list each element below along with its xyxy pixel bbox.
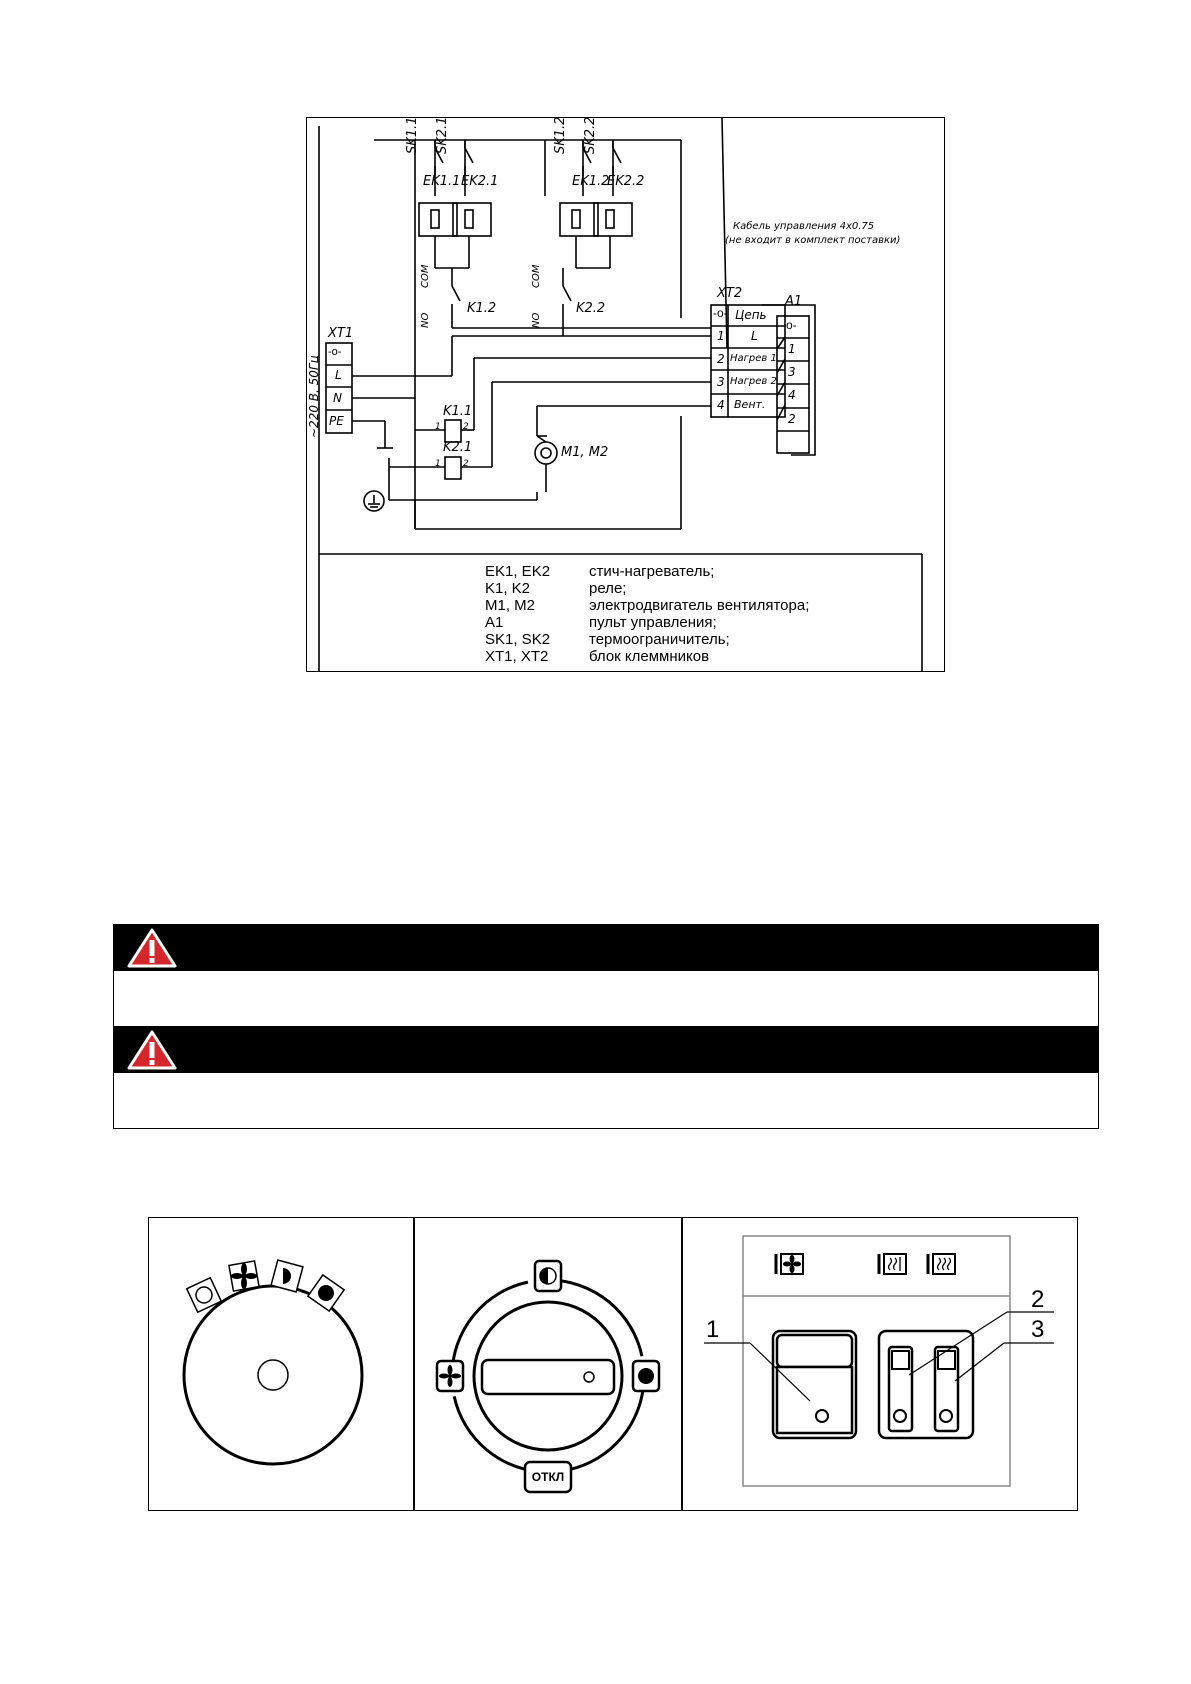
label-ek21: EK2.1 bbox=[461, 174, 499, 189]
xt2-head: Цепь bbox=[735, 308, 767, 322]
panel-selector-switch: ОТКЛ bbox=[413, 1217, 683, 1511]
label-ek12: EK1.2 bbox=[572, 174, 610, 189]
legend-code: M1, M2 bbox=[485, 597, 536, 614]
legend-code: EK1, EK2 bbox=[485, 563, 551, 580]
label-sk11: SK1.1 bbox=[405, 116, 420, 154]
rocker-switch-drawing bbox=[704, 1235, 1054, 1487]
a1-rect-2 bbox=[721, 118, 810, 454]
legend: EK1, EK2 стич-нагреватель; K1, K2 реле; … bbox=[485, 563, 905, 671]
legend-code: A1 bbox=[485, 614, 504, 631]
cable-label-1: Кабель управления 4х0.75 bbox=[733, 221, 875, 232]
xt2-n2: 2 bbox=[717, 352, 725, 366]
wiring-diagram-frame: SK1.1 SK2.1 SK1.2 SK2.2 EK1.1 EK2.1 EK1.… bbox=[306, 117, 945, 672]
label-no-2: NO bbox=[531, 312, 542, 328]
a1-n3: 4 bbox=[788, 388, 796, 402]
legend-desc: реле; bbox=[589, 580, 627, 597]
a1-n4: 2 bbox=[788, 412, 796, 426]
warning-triangle-icon bbox=[127, 1030, 177, 1070]
legend-desc: стич-нагреватель; bbox=[589, 563, 715, 580]
a1-block-final bbox=[762, 304, 816, 456]
off-mode-icon bbox=[185, 1276, 223, 1314]
label-k11: K1.1 bbox=[443, 404, 473, 419]
coil2-a: 1 bbox=[435, 459, 441, 469]
a1-terminal-symbol: -o- bbox=[782, 318, 797, 332]
callout-label-3: 3 bbox=[1031, 1316, 1045, 1343]
label-sk21: SK2.1 bbox=[435, 116, 450, 154]
panel-rocker-switches: 1 2 3 bbox=[681, 1217, 1078, 1511]
label-com-1: COM bbox=[420, 264, 431, 288]
fan-switch-icon bbox=[774, 1253, 804, 1275]
xt2-h1: Нагрев 1 bbox=[730, 353, 777, 364]
callout-label-1: 1 bbox=[706, 1316, 720, 1343]
off-position-label: ОТКЛ bbox=[531, 1470, 565, 1484]
xt2-terminal-symbol: -o- bbox=[713, 306, 728, 320]
label-ek22: EK2.2 bbox=[607, 174, 645, 189]
coil1-b: 2 bbox=[463, 422, 469, 432]
label-motor: M1, M2 bbox=[561, 445, 609, 460]
xt2-n1: 1 bbox=[717, 329, 725, 343]
xt1-terminal-symbol: -o- bbox=[328, 346, 342, 358]
label-xt1: XT1 bbox=[328, 326, 354, 341]
xt1-n: N bbox=[333, 391, 342, 405]
xt1-l: L bbox=[335, 368, 342, 382]
xt2-h2: Нагрев 2 bbox=[730, 376, 777, 387]
legend-desc: пульт управления; bbox=[589, 614, 717, 631]
coil2-b: 2 bbox=[463, 459, 469, 469]
callout-label-2: 2 bbox=[1031, 1286, 1045, 1313]
label-k22: K2.2 bbox=[576, 301, 606, 316]
label-k21: K2.1 bbox=[443, 440, 473, 455]
label-a1: A1 bbox=[785, 294, 803, 309]
selector-switch-drawing bbox=[435, 1259, 661, 1494]
supply-label: ~220 В, 50Гц bbox=[307, 355, 321, 438]
label-ek11: EK1.1 bbox=[423, 174, 461, 189]
warning-body-2 bbox=[113, 1073, 1099, 1129]
wiring-diagram bbox=[318, 126, 923, 671]
xt2-l: L bbox=[751, 329, 758, 343]
label-xt2: XT2 bbox=[717, 286, 743, 301]
coil1-a: 1 bbox=[435, 422, 441, 432]
heat-2-switch-icon bbox=[926, 1253, 956, 1275]
heat-1-switch-icon bbox=[877, 1253, 907, 1275]
warning-bar-1 bbox=[113, 924, 1099, 971]
warning-bar-2 bbox=[113, 1026, 1099, 1073]
label-sk22: SK2.2 bbox=[583, 116, 598, 154]
rotary-knob-drawing bbox=[182, 1259, 364, 1466]
a1-n2: 3 bbox=[788, 365, 796, 379]
xt2-n4: 4 bbox=[717, 398, 725, 412]
legend-desc: термоограничитель; bbox=[589, 631, 730, 648]
off-position-icon bbox=[523, 1460, 573, 1494]
fan-mode-icon bbox=[435, 1359, 465, 1393]
legend-code: K1, K2 bbox=[485, 580, 531, 597]
legend-desc: электродвигатель вентилятора; bbox=[589, 597, 810, 614]
rocker-switch-2[interactable] bbox=[887, 1345, 914, 1433]
warning-body-1 bbox=[113, 971, 1099, 1026]
half-heat-icon bbox=[270, 1259, 304, 1293]
legend-code: SK1, SK2 bbox=[485, 631, 551, 648]
xt2-n3: 3 bbox=[717, 375, 725, 389]
panel-rotary-knob bbox=[148, 1217, 415, 1511]
cable-label-2: (не входит в комплект поставки) bbox=[725, 235, 901, 246]
half-heat-icon bbox=[533, 1259, 563, 1293]
label-sk12: SK1.2 bbox=[553, 116, 568, 154]
legend-code: XT1, XT2 bbox=[485, 648, 549, 665]
label-k12: K1.2 bbox=[467, 301, 497, 316]
fan-mode-icon bbox=[228, 1260, 260, 1292]
label-com-2: COM bbox=[531, 264, 542, 288]
rocker-switch-1[interactable] bbox=[771, 1329, 858, 1440]
xt2-v: Вент. bbox=[734, 398, 766, 411]
warning-triangle-icon bbox=[127, 928, 177, 968]
full-heat-icon bbox=[306, 1273, 346, 1313]
label-no-1: NO bbox=[420, 312, 431, 328]
legend-desc: блок клеммников bbox=[589, 648, 710, 665]
a1-n1: 1 bbox=[788, 342, 796, 356]
rocker-switch-3[interactable] bbox=[933, 1345, 960, 1433]
xt1-pe: PE bbox=[329, 414, 344, 428]
full-heat-icon bbox=[631, 1359, 661, 1393]
